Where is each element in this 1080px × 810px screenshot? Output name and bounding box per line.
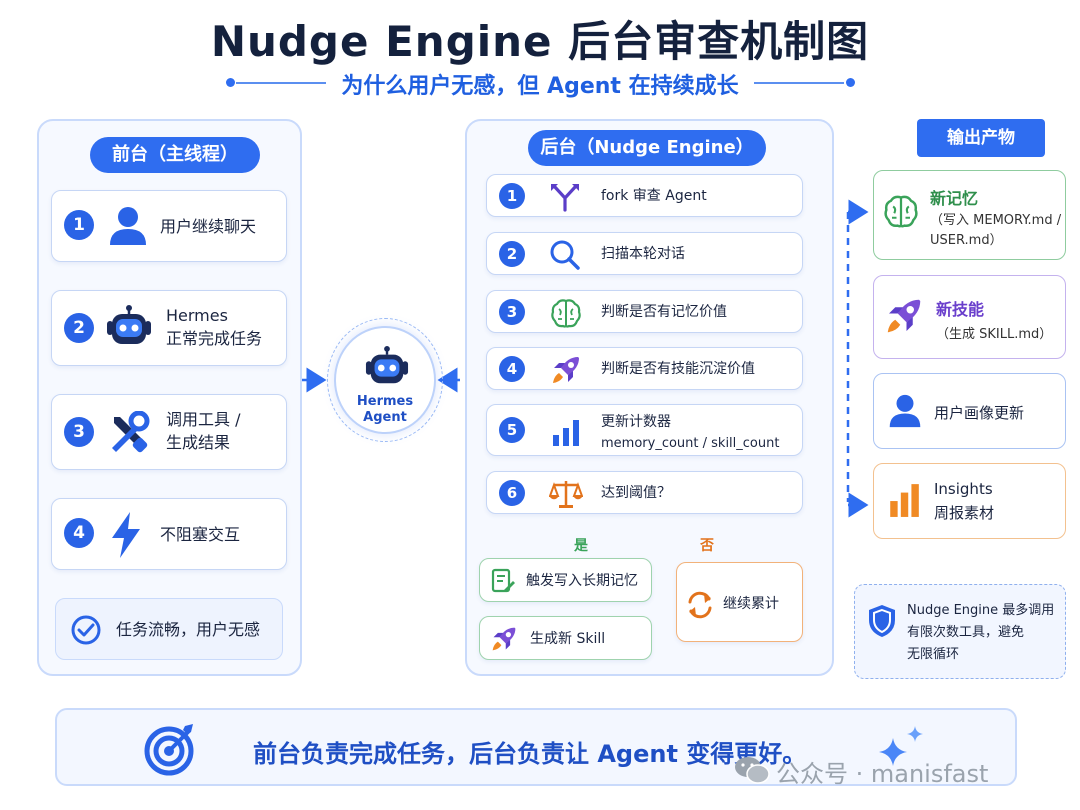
brain-icon bbox=[884, 195, 918, 228]
no-action-continue: 继续累计 bbox=[676, 562, 803, 642]
output-title: 新记忆 bbox=[930, 189, 979, 208]
front-step-1: 1 用户继续聊天 bbox=[51, 190, 287, 262]
brain-icon bbox=[551, 299, 581, 328]
page-subtitle: 为什么用户无感，但 Agent 在持续成长 bbox=[341, 74, 739, 99]
output-desc: （生成 SKILL.md） bbox=[936, 327, 1053, 342]
rocket-icon bbox=[887, 299, 921, 333]
action-label: 生成新 Skill bbox=[530, 631, 606, 647]
step-number: 3 bbox=[499, 299, 525, 325]
step-label: 扫描本轮对话 bbox=[601, 246, 685, 262]
subtitle-right-dot bbox=[846, 78, 855, 87]
footer-text: 任务流畅，用户无感 bbox=[116, 620, 261, 639]
step-label: fork 审查 Agent bbox=[601, 188, 707, 204]
back-step-4: 4 判断是否有技能沉淀价值 bbox=[486, 347, 803, 390]
step-label-sub: 生成结果 bbox=[166, 433, 231, 452]
front-header: 前台（主线程） bbox=[90, 137, 260, 173]
bar-chart-icon bbox=[553, 420, 579, 446]
output-memory: 新记忆 （写入 MEMORY.md / USER.md） bbox=[873, 170, 1066, 260]
back-header: 后台（Nudge Engine） bbox=[528, 130, 766, 166]
step-label: 不阻塞交互 bbox=[160, 525, 241, 544]
action-label: 触发写入长期记忆 bbox=[526, 573, 638, 589]
step-number: 5 bbox=[499, 417, 525, 443]
note-line-1: Nudge Engine 最多调用 bbox=[907, 603, 1055, 618]
step-label: 判断是否有技能沉淀价值 bbox=[601, 361, 755, 377]
robot-icon bbox=[107, 305, 151, 344]
search-icon bbox=[550, 240, 580, 270]
sparkle-icon bbox=[879, 726, 923, 766]
step-label: 用户继续聊天 bbox=[160, 217, 257, 236]
output-title: 新技能 bbox=[936, 300, 985, 319]
step-label: 判断是否有记忆价值 bbox=[601, 304, 727, 320]
watermark-text: 公众号 · manisfast bbox=[776, 760, 989, 788]
output-desc: （写入 MEMORY.md / bbox=[930, 213, 1062, 228]
agent-label: Hermes bbox=[356, 394, 414, 409]
subtitle-left-dot bbox=[226, 78, 235, 87]
user-icon bbox=[110, 207, 146, 245]
step-label-sub: 正常完成任务 bbox=[166, 329, 263, 348]
step-number: 2 bbox=[499, 241, 525, 267]
subtitle-right-line bbox=[754, 82, 844, 84]
note-line-2: 有限次数工具，避免 bbox=[907, 625, 1025, 640]
target-icon bbox=[144, 724, 194, 776]
hermes-agent-node: Hermes Agent bbox=[334, 326, 436, 434]
back-step-2: 2 扫描本轮对话 bbox=[486, 232, 803, 275]
rocket-icon bbox=[492, 627, 516, 651]
no-label: 否 bbox=[700, 538, 714, 554]
tools-icon bbox=[112, 411, 150, 453]
step-number: 6 bbox=[499, 480, 525, 506]
document-edit-icon bbox=[491, 568, 515, 593]
bottom-slogan: 前台负责完成任务，后台负责让 Agent 变得更好。 bbox=[253, 740, 807, 768]
step-number: 1 bbox=[499, 183, 525, 209]
yes-label: 是 bbox=[574, 538, 588, 554]
limit-note: Nudge Engine 最多调用 有限次数工具，避免 无限循环 bbox=[854, 584, 1066, 679]
step-label-sub: memory_count / skill_count bbox=[601, 436, 780, 451]
output-insights: Insights 周报素材 bbox=[873, 463, 1066, 539]
front-footer: 任务流畅，用户无感 bbox=[55, 598, 283, 660]
output-skill: 新技能 （生成 SKILL.md） bbox=[873, 275, 1066, 359]
back-step-3: 3 判断是否有记忆价值 bbox=[486, 290, 803, 333]
rocket-icon bbox=[553, 357, 579, 383]
back-step-5: 5 更新计数器 memory_count / skill_count bbox=[486, 404, 803, 456]
step-number: 2 bbox=[64, 313, 94, 343]
scale-icon bbox=[549, 481, 583, 508]
step-label: 调用工具 / bbox=[166, 410, 241, 429]
robot-icon bbox=[365, 346, 409, 384]
action-label: 继续累计 bbox=[723, 596, 779, 612]
yes-action-memory: 触发写入长期记忆 bbox=[479, 558, 652, 602]
step-number: 4 bbox=[499, 356, 525, 382]
step-number: 3 bbox=[64, 417, 94, 447]
watermark: 公众号 · manisfast bbox=[734, 752, 1074, 788]
page-title: Nudge Engine 后台审查机制图 bbox=[210, 17, 870, 66]
check-circle-icon bbox=[71, 615, 101, 645]
step-label: Hermes bbox=[166, 306, 228, 325]
output-desc-2: USER.md） bbox=[930, 233, 1003, 248]
yes-action-skill: 生成新 Skill bbox=[479, 616, 652, 660]
back-step-1: 1 fork 审查 Agent bbox=[486, 174, 803, 217]
step-number: 1 bbox=[64, 210, 94, 240]
outputs-header: 输出产物 bbox=[917, 119, 1045, 157]
front-step-4: 4 不阻塞交互 bbox=[51, 498, 287, 570]
output-profile: 用户画像更新 bbox=[873, 373, 1066, 449]
lightning-icon bbox=[112, 512, 140, 558]
note-line-3: 无限循环 bbox=[907, 647, 960, 662]
front-step-2: 2 Hermes 正常完成任务 bbox=[51, 290, 287, 366]
subtitle-left-line bbox=[236, 82, 326, 84]
refresh-icon bbox=[688, 591, 712, 619]
step-label: 更新计数器 bbox=[601, 414, 671, 430]
wechat-icon bbox=[735, 757, 770, 784]
output-title: 用户画像更新 bbox=[934, 404, 1025, 422]
fork-icon bbox=[551, 184, 579, 212]
user-icon bbox=[889, 394, 921, 428]
step-label: 达到阈值？ bbox=[601, 485, 671, 501]
shield-icon bbox=[869, 605, 895, 637]
front-step-3: 3 调用工具 / 生成结果 bbox=[51, 394, 287, 470]
agent-halo bbox=[327, 318, 443, 442]
step-number: 4 bbox=[64, 518, 94, 548]
output-desc: 周报素材 bbox=[934, 504, 995, 522]
bar-chart-icon bbox=[890, 484, 919, 517]
back-step-6: 6 达到阈值？ bbox=[486, 471, 803, 514]
agent-label-sub: Agent bbox=[363, 410, 407, 425]
output-title: Insights bbox=[934, 480, 993, 498]
bottom-banner: 前台负责完成任务，后台负责让 Agent 变得更好。 bbox=[55, 708, 1017, 786]
